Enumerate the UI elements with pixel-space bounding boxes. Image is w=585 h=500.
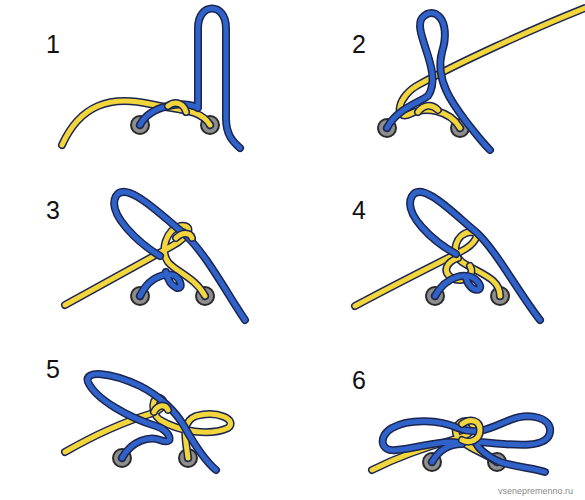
watermark: vsenepremenno.ru bbox=[498, 487, 573, 496]
step-2-lace bbox=[387, 8, 585, 150]
step-3-lace bbox=[65, 192, 245, 320]
step-5-lace bbox=[65, 374, 231, 470]
step-number: 6 bbox=[352, 368, 366, 393]
step-number: 4 bbox=[352, 198, 366, 223]
step-number: 2 bbox=[352, 32, 366, 57]
step-6-lace bbox=[372, 416, 550, 472]
step-4-lace bbox=[355, 192, 540, 320]
step-number: 3 bbox=[46, 198, 60, 223]
step-number: 1 bbox=[46, 32, 60, 57]
step-1-lace bbox=[62, 9, 240, 149]
step-number: 5 bbox=[46, 357, 60, 382]
eyelets bbox=[113, 116, 509, 471]
